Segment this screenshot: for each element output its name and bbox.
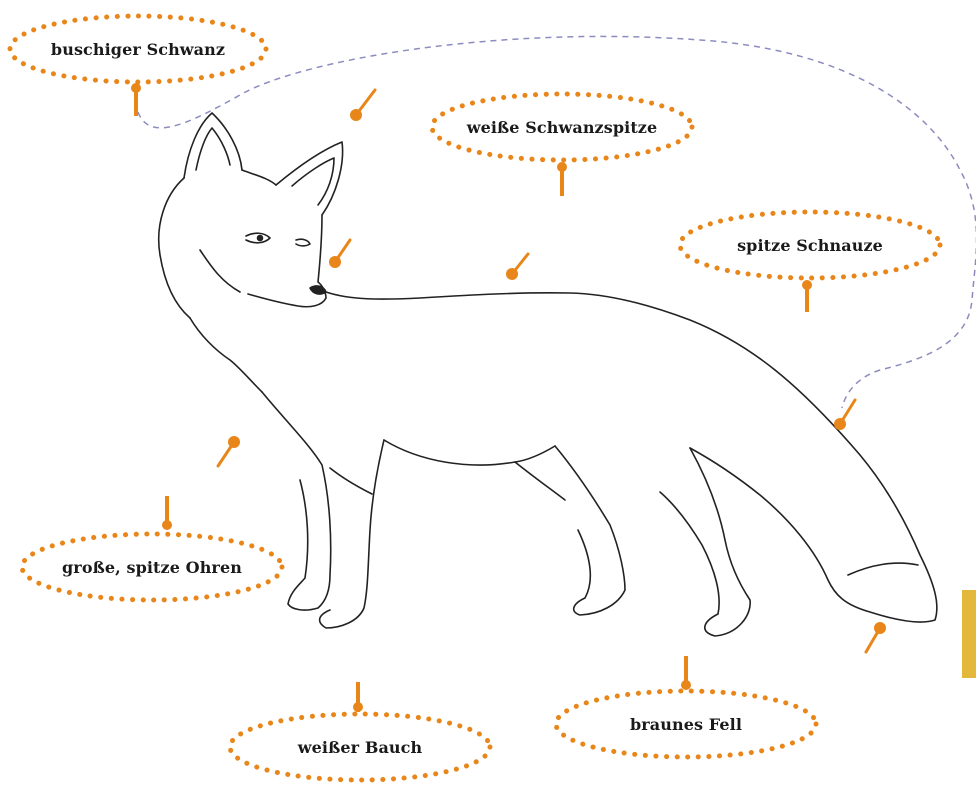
label-weisser-bauch: weißer Bauch [226, 708, 494, 786]
marker-tail-tip [866, 622, 886, 652]
right-ear [276, 142, 343, 215]
label-grosse-spitze-ohren: große, spitze Ohren [18, 528, 286, 606]
hind-leg-right [660, 448, 750, 636]
label-text: große, spitze Ohren [62, 558, 242, 577]
label-text: spitze Schnauze [737, 236, 883, 255]
label-braunes-fell: braunes Fell [552, 685, 820, 763]
side-tab [962, 590, 976, 678]
pointer-markers [218, 90, 886, 652]
label-text: buschiger Schwanz [51, 40, 225, 59]
label-weisse-schwanzspitze: weiße Schwanzspitze [428, 88, 696, 166]
belly-line [384, 440, 555, 465]
fox-nose [310, 286, 326, 294]
connector-dot [557, 162, 567, 172]
label-spitze-schnauze: spitze Schnauze [676, 206, 944, 284]
back-line [326, 292, 775, 370]
connector-dot [162, 520, 172, 530]
marker-chest [218, 436, 240, 466]
tail-tip-line [848, 563, 918, 575]
connector-dot [131, 83, 141, 93]
label-text: weißer Bauch [298, 738, 422, 757]
left-ear [184, 113, 242, 178]
marker-ear [329, 240, 350, 268]
marker-back [506, 254, 528, 280]
marker-tail-mid [834, 400, 855, 430]
head-outline [159, 178, 190, 318]
hind-leg-left [555, 446, 625, 615]
label-buschiger-schwanz: buschiger Schwanz [6, 10, 270, 88]
chest-fluff [190, 318, 262, 392]
connector-dot [802, 280, 812, 290]
label-text: braunes Fell [630, 715, 742, 734]
connector-dot [681, 680, 691, 690]
fox-tail [690, 370, 937, 622]
connector-dot [353, 702, 363, 712]
marker-tail-body [350, 90, 375, 121]
label-text: weiße Schwanzspitze [467, 118, 658, 137]
